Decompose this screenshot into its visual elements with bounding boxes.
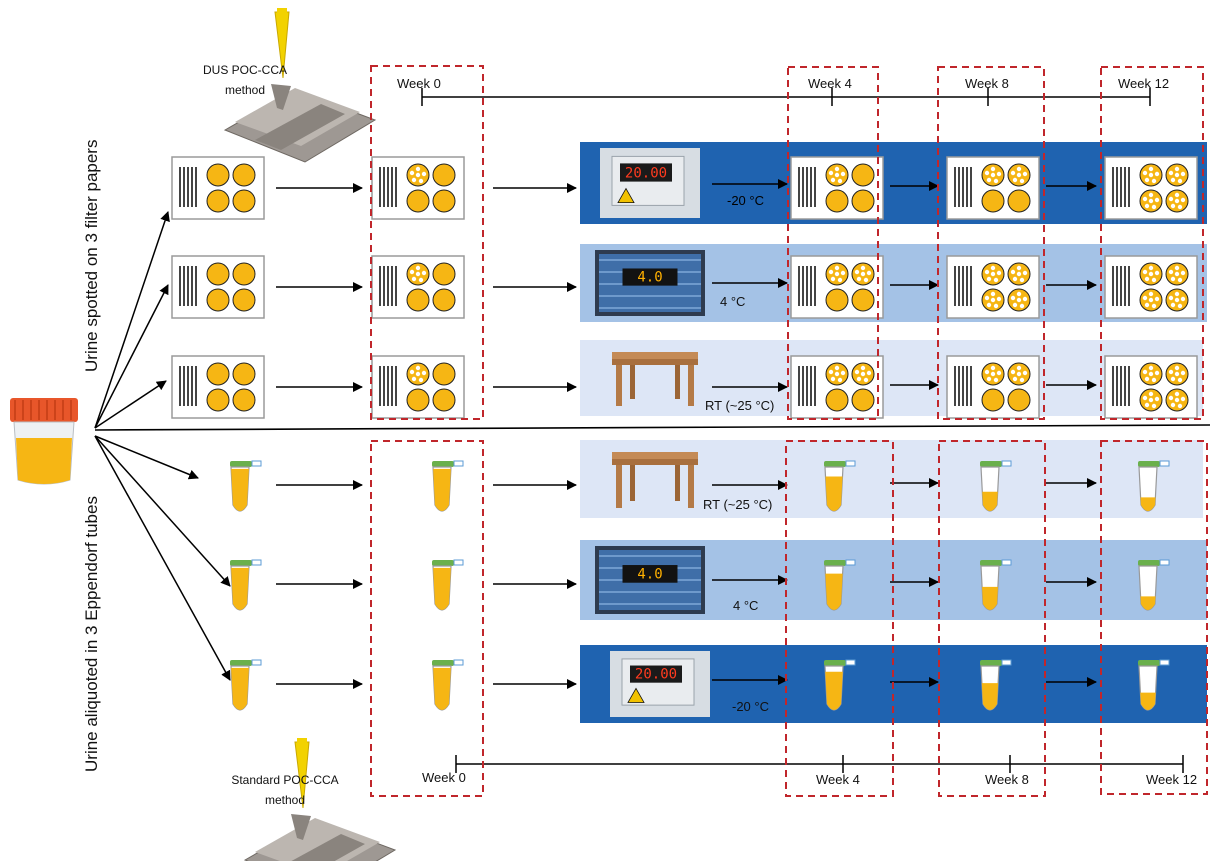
- week0-tube-tube-minus20: [432, 660, 463, 710]
- timeline-bottom-week12: Week 12: [1146, 772, 1197, 787]
- condition-label-row5: 4 °C: [733, 598, 758, 613]
- week0-paper-card-fp-rt: [372, 356, 464, 418]
- condition-label-row6: -20 °C: [732, 699, 769, 714]
- timeline-top-week0: Week 0: [397, 76, 441, 91]
- fan-arrow-paper-2: [95, 381, 166, 428]
- section-divider: [95, 425, 1210, 430]
- timeline-bottom-week0: Week 0: [422, 770, 466, 785]
- source-tube-tube-minus20: [230, 660, 261, 710]
- urine-container-icon: [10, 398, 78, 484]
- svg-text:4.0: 4.0: [637, 270, 662, 286]
- week0-paper-card-fp-4: [372, 256, 464, 318]
- week0-box-bottom: [371, 441, 483, 796]
- svg-text:20.00: 20.00: [625, 165, 667, 181]
- week8-paper-card-fp-minus20: [947, 157, 1039, 219]
- week0-tube-tube-4: [432, 560, 463, 610]
- filter-papers-label: Urine spotted on 3 filter papers: [82, 140, 102, 372]
- svg-text:4.0: 4.0: [637, 567, 662, 583]
- source-tube-tube-4: [230, 560, 261, 610]
- fan-arrow-tube-0: [95, 436, 198, 478]
- week12-paper-card-fp-minus20: [1105, 157, 1197, 219]
- timeline-bottom-week4: Week 4: [816, 772, 860, 787]
- fan-arrow-tube-2: [95, 436, 230, 680]
- week8-paper-card-fp-4: [947, 256, 1039, 318]
- week4-paper-card-fp-minus20: [791, 157, 883, 219]
- dus-method-label: DUS POC-CCA method: [190, 60, 300, 100]
- timeline-top-week8: Week 8: [965, 76, 1009, 91]
- fridge-icon-fp-4: 4.0: [595, 250, 705, 316]
- dus-method-line2: method: [190, 80, 300, 100]
- freezer-icon-fp-minus20: 20.00: [600, 148, 700, 218]
- timeline-top-week12: Week 12: [1118, 76, 1169, 91]
- fridge-icon-tube-4: 4.0: [595, 546, 705, 614]
- condition-label-row1: -20 °C: [727, 193, 764, 208]
- source-paper-card-fp-rt: [172, 356, 264, 418]
- std-method-line2: method: [215, 790, 355, 810]
- condition-label-row4: RT (~25 °C): [703, 497, 772, 512]
- week0-paper-card-fp-minus20: [372, 157, 464, 219]
- timeline-top-week4: Week 4: [808, 76, 852, 91]
- week0-tube-tube-rt: [432, 461, 463, 511]
- fan-arrow-tube-1: [95, 436, 230, 586]
- source-paper-card-fp-4: [172, 256, 264, 318]
- condition-label-row3: RT (~25 °C): [705, 398, 774, 413]
- week12-paper-card-fp-4: [1105, 256, 1197, 318]
- timeline-bottom-week8: Week 8: [985, 772, 1029, 787]
- dus-method-line1: DUS POC-CCA: [190, 60, 300, 80]
- week12-paper-card-fp-rt: [1105, 356, 1197, 418]
- week4-paper-card-fp-4: [791, 256, 883, 318]
- week8-paper-card-fp-rt: [947, 356, 1039, 418]
- freezer-icon-tube-minus20: 20.00: [610, 651, 710, 717]
- fan-arrow-paper-0: [95, 212, 168, 428]
- fan-arrow-paper-1: [95, 285, 168, 428]
- condition-label-row2: 4 °C: [720, 294, 745, 309]
- std-method-label: Standard POC-CCA method: [215, 770, 355, 810]
- std-method-line1: Standard POC-CCA: [215, 770, 355, 790]
- week4-paper-card-fp-rt: [791, 356, 883, 418]
- svg-text:20.00: 20.00: [635, 667, 677, 683]
- eppendorf-label: Urine aliquoted in 3 Eppendorf tubes: [82, 496, 102, 772]
- source-tube-tube-rt: [230, 461, 261, 511]
- storage-band-tube-rt: [580, 440, 1203, 518]
- source-paper-card-fp-minus20: [172, 157, 264, 219]
